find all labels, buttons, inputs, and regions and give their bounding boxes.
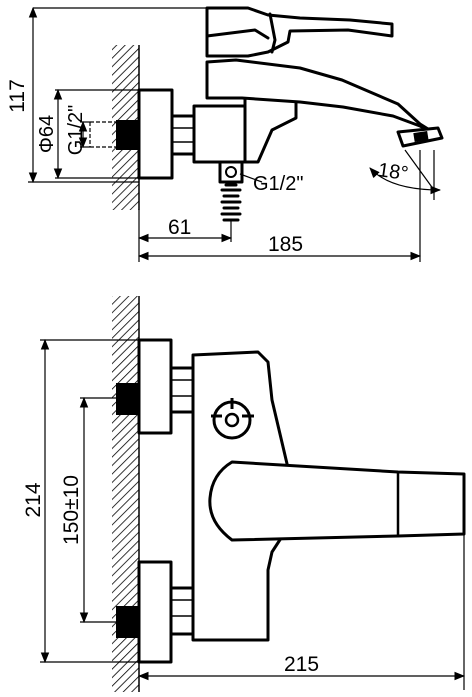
inlet-pipe-top: [116, 383, 139, 415]
escutcheon-bottom: [137, 560, 173, 664]
escutcheon-top: [137, 338, 173, 435]
side-view: 117 Φ64 G1/2" G1/2" 18° 61: [6, 6, 444, 262]
dim-117-label: 117: [6, 79, 29, 112]
dim-214: [40, 338, 139, 664]
dim-thread-outlet-label: G1/2": [253, 173, 303, 195]
mixer-top-side: [243, 96, 298, 164]
handle-side: [205, 6, 394, 58]
dim-phi64-label: Φ64: [36, 115, 58, 153]
diverter-knob: [211, 398, 254, 440]
pipe-concealed: [89, 121, 120, 148]
mixer-body-side: [192, 104, 247, 164]
dim-215-label: 215: [284, 653, 319, 676]
dim-150: [79, 396, 116, 624]
dim-117: [28, 6, 210, 184]
nut-bottom: [169, 586, 195, 636]
dim-214-label: 214: [22, 482, 45, 517]
pipe-end-black: [116, 120, 139, 150]
dim-angle-18-label: 18°: [377, 159, 410, 185]
dim-215: [137, 534, 466, 690]
dim-61: [137, 220, 233, 243]
inlet-pipe-bottom: [116, 606, 139, 638]
spout-front: [208, 460, 466, 542]
dim-phi64: [53, 88, 139, 180]
aerator-side: [396, 126, 444, 148]
leader-thread-outlet: [239, 173, 263, 183]
dim-185: [137, 150, 422, 262]
escutcheon-side: [137, 88, 174, 180]
hose-outlet: [218, 160, 244, 222]
nut-top: [169, 366, 195, 414]
nut-side: [170, 114, 196, 156]
dim-150-label: 150±10: [60, 475, 83, 545]
dim-61-label: 61: [168, 216, 191, 239]
front-view: 214 150±10 215: [22, 296, 466, 692]
dim-thread-left: [78, 120, 90, 149]
dim-185-label: 185: [268, 233, 303, 256]
dim-thread-left-label: G1/2": [65, 105, 87, 155]
